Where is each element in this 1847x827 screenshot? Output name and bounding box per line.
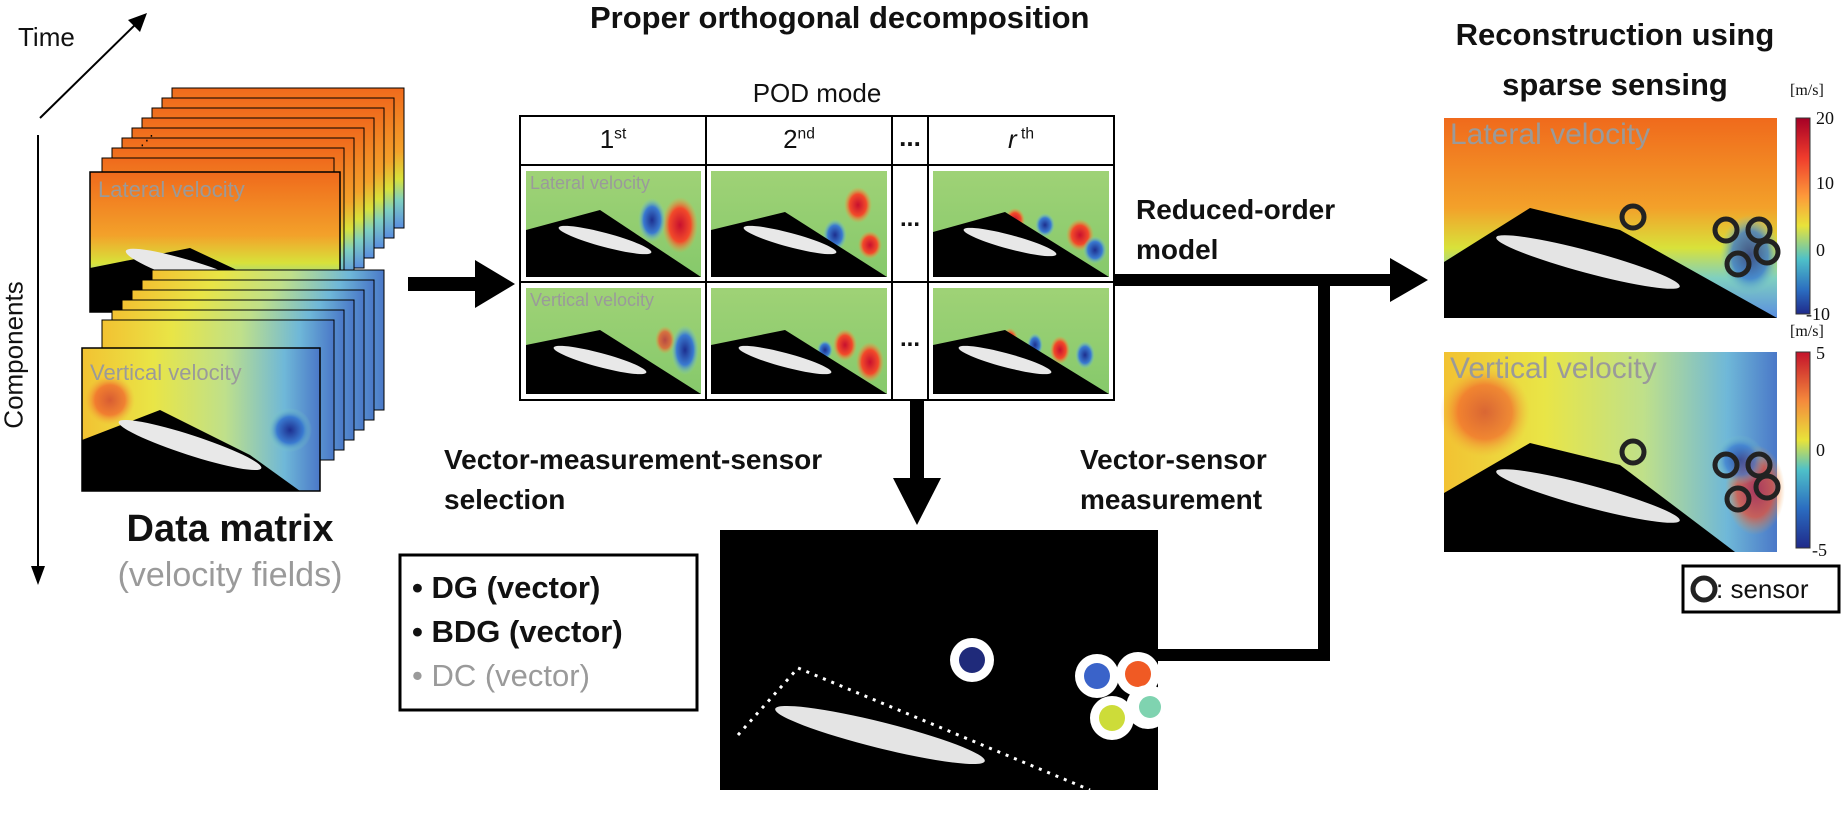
arrow-to-reconstruction [1114,258,1428,302]
recon-lateral-label: Lateral velocity [1450,118,1651,151]
sensor-legend-label: : sensor [1716,574,1809,604]
lateral-velocity-stack: ⋰ [89,87,405,313]
lateral-colorbar [1795,117,1811,315]
sensor-placement-panel [720,530,1170,792]
data-matrix-title: Data matrix [126,508,334,550]
recon-vertical-label: Vertical velocity [1450,352,1657,385]
pod-vertical-label: Vertical velocity [530,290,655,310]
pod-header-1: 1st [599,124,627,154]
svg-text:⋰: ⋰ [140,132,154,148]
data-lateral-label: Lateral velocity [98,177,245,202]
method-list: • DG (vector) • BDG (vector) • DC (vecto… [412,566,623,698]
reconstruction-lateral [1444,117,1811,318]
components-axis [31,135,45,585]
pod-row-ellipsis-2: ... [899,325,920,352]
components-axis-label: Components [0,281,29,429]
pod-cell-vertical-2 [711,288,887,394]
sensor-legend-icon [1690,575,1718,603]
vertical-tick: 0 [1816,440,1825,460]
pod-cell-vertical-r [933,288,1109,394]
measurement-line [1158,286,1330,661]
reconstruction-vertical [1440,351,1811,552]
lateral-tick: 0 [1816,240,1825,260]
sensor-legend-box [1681,564,1841,614]
time-axis-label: Time [18,22,75,52]
pod-cell-lateral-r [933,171,1109,277]
pod-header-ellipsis: ... [899,122,921,152]
method-item: • BDG (vector) [412,614,623,649]
methods-box [398,553,699,712]
lateral-tick: 20 [1816,108,1834,128]
arrow-to-sensor-selection [893,400,941,525]
vertical-tick: -5 [1812,540,1827,560]
pod-header-r: r th [1007,124,1034,154]
method-item: • DG (vector) [412,570,601,605]
lateral-unit: [m/s] [1790,82,1824,99]
pod-header-2: 2nd [783,124,815,154]
arrow-to-pod [408,260,515,308]
pod-title: Proper orthogonal decomposition [590,0,1090,35]
pod-lateral-label: Lateral velocity [530,173,651,193]
vertical-colorbar [1795,351,1811,549]
vertical-tick: 5 [1816,343,1825,363]
pod-cell-lateral-1 [526,171,701,277]
data-vertical-label: Vertical velocity [90,360,242,385]
pod-cell-vertical-1 [526,288,701,394]
lateral-tick: 10 [1816,173,1834,193]
pod-row-ellipsis-1: ... [899,205,920,232]
pod-mode-label: POD mode [752,78,882,108]
time-axis [39,13,147,119]
vertical-unit: [m/s] [1790,323,1824,340]
vertical-velocity-stack [81,269,385,492]
data-matrix-subtitle: (velocity fields) [117,556,343,594]
lateral-tick: -10 [1806,304,1830,324]
pod-cell-lateral-2 [711,171,887,277]
method-item: • DC (vector) [412,658,590,693]
pod-table [519,115,1115,401]
